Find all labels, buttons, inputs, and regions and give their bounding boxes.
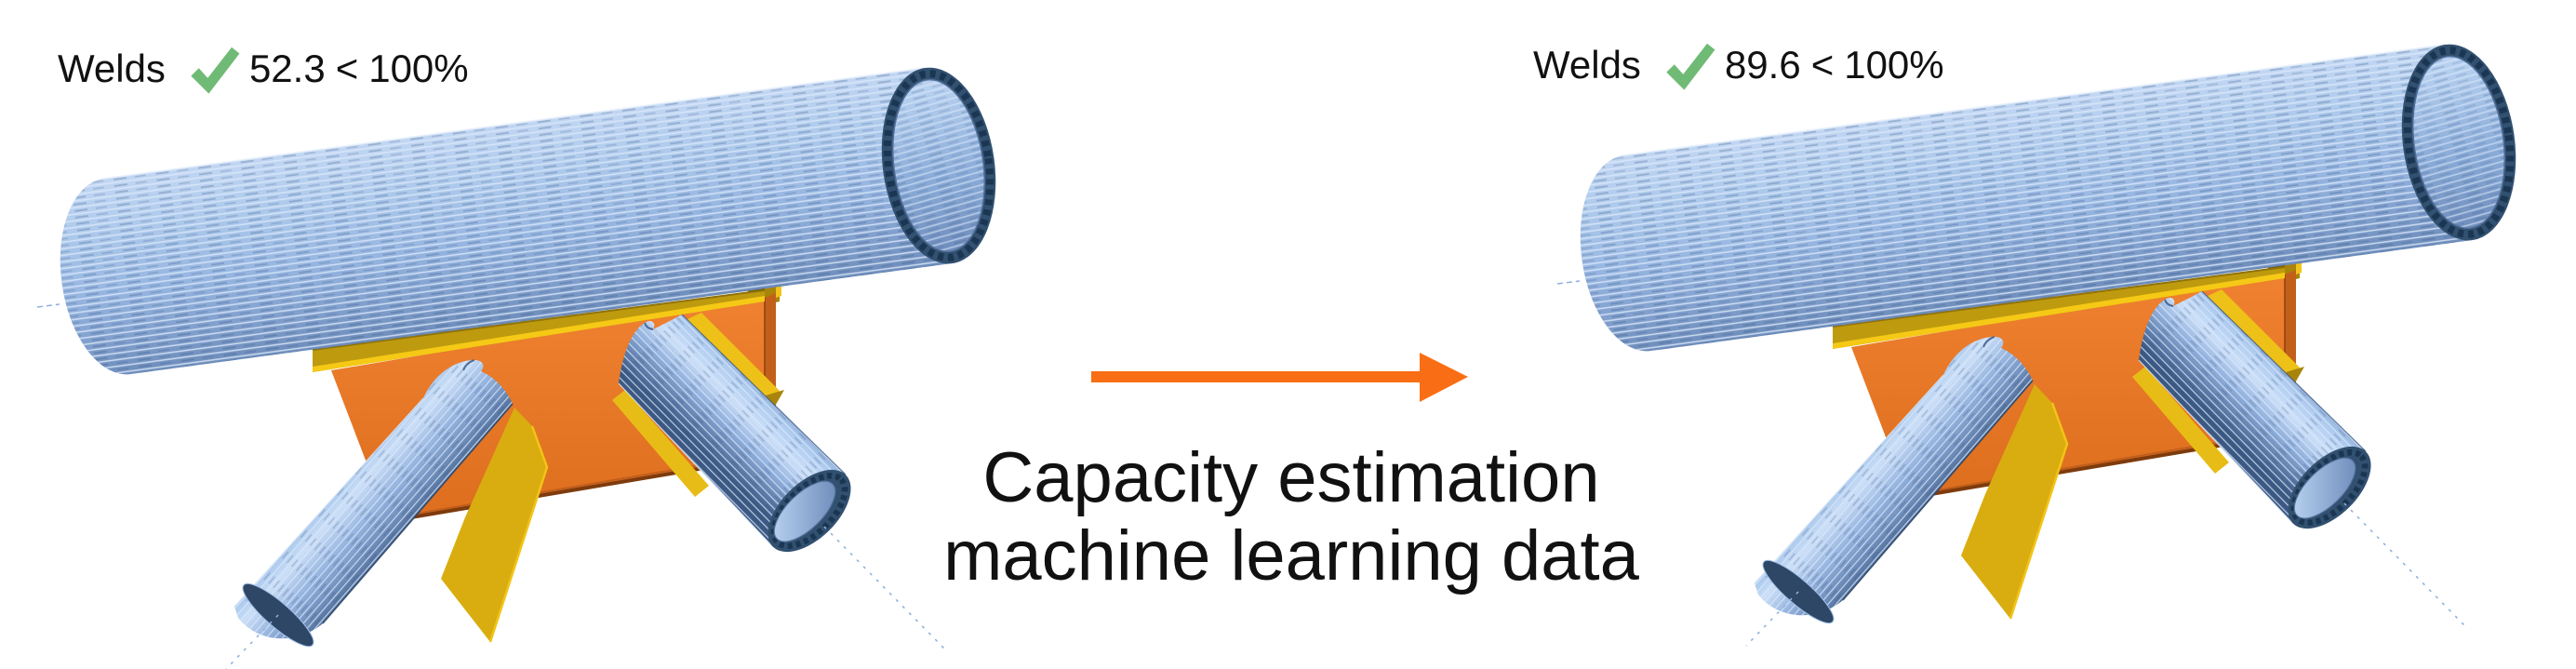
- weld-check-label-before: Welds 52.3 < 100%: [58, 41, 469, 97]
- caption-line-2: machine learning data: [943, 516, 1639, 595]
- weld-check-label-after: Welds 89.6 < 100%: [1533, 37, 1944, 93]
- utilization-limit: 100%: [368, 47, 469, 90]
- utilization-limit: 100%: [1844, 43, 1944, 87]
- weld-label-text: Welds: [1533, 43, 1641, 87]
- caption-line-1: Capacity estimation: [982, 438, 1600, 517]
- arrow-right-icon: [1091, 353, 1468, 402]
- comparator: <: [335, 47, 359, 90]
- check-icon: [191, 47, 240, 94]
- utilization-value: 52.3: [248, 47, 326, 90]
- weld-label-text: Welds: [58, 47, 166, 90]
- utilization-value: 89.6: [1724, 43, 1801, 87]
- joint-model-before: [37, 60, 1008, 669]
- comparator: <: [1810, 43, 1835, 87]
- check-icon: [1666, 43, 1715, 90]
- caption: Capacity estimation machine learning dat…: [873, 439, 1710, 595]
